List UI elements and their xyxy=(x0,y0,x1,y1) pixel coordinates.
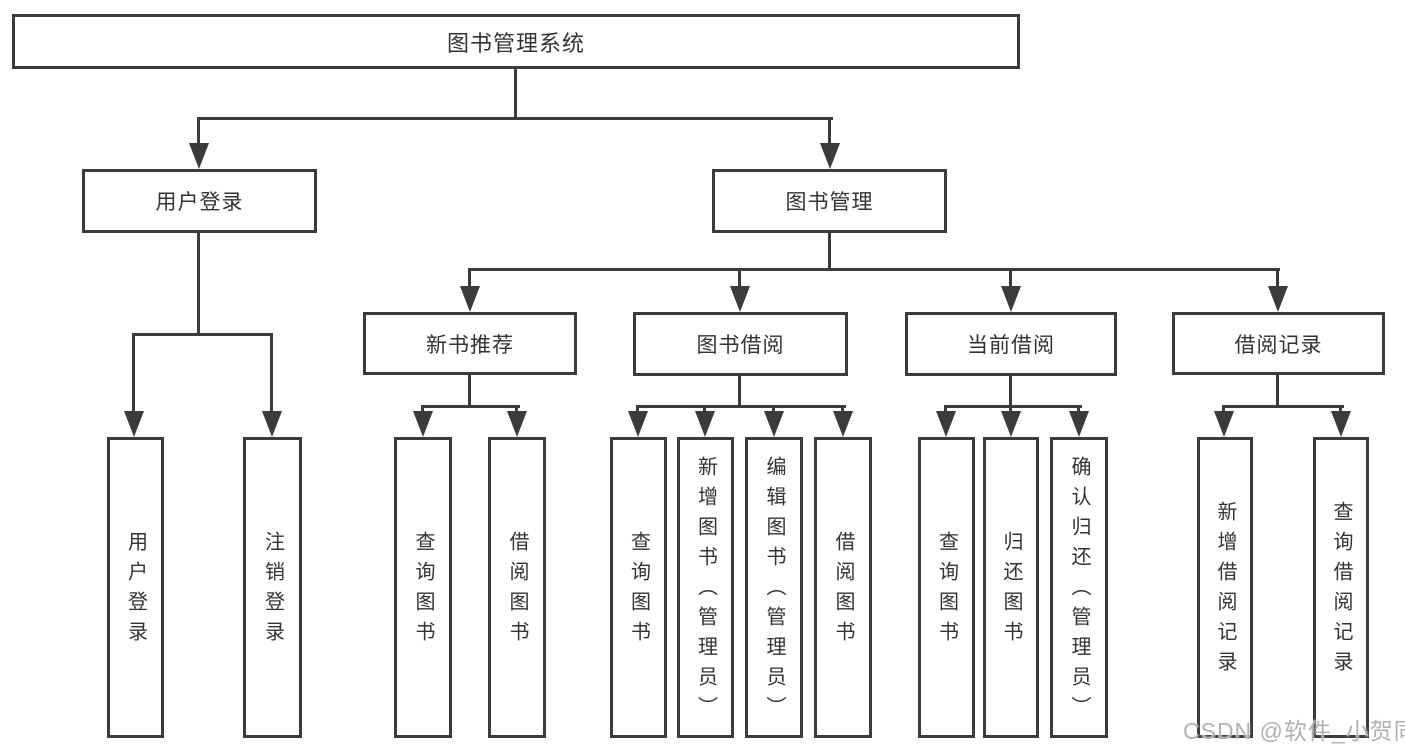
connector-line xyxy=(1009,405,1012,415)
node-library-system: 图书管理系统 xyxy=(12,14,1020,69)
leaf-edit-books-admin: 编辑图书（管理员） xyxy=(745,437,803,738)
arrow-down-icon xyxy=(695,411,715,437)
connector-line xyxy=(421,405,424,415)
connector-line xyxy=(1222,405,1344,408)
connector-line xyxy=(468,268,471,290)
connector-line xyxy=(738,376,741,408)
leaf-query-books-borrow: 查询图书 xyxy=(610,437,667,738)
connector-line xyxy=(1339,405,1342,415)
arrow-down-icon xyxy=(936,411,956,437)
leaf-add-borrow-record: 新增借阅记录 xyxy=(1197,437,1253,738)
arrow-down-icon xyxy=(1001,411,1021,437)
connector-line xyxy=(132,333,135,413)
arrow-down-icon xyxy=(262,411,282,437)
arrow-down-icon xyxy=(1268,286,1288,312)
connector-line xyxy=(197,117,833,120)
arrow-down-icon xyxy=(820,143,840,169)
connector-line xyxy=(197,117,200,145)
connector-line xyxy=(1009,376,1012,408)
connector-line xyxy=(132,333,273,336)
arrow-down-icon xyxy=(833,411,853,437)
arrow-down-icon xyxy=(507,411,527,437)
leaf-return-books: 归还图书 xyxy=(983,437,1039,738)
connector-line xyxy=(944,405,1082,408)
connector-line xyxy=(636,405,846,408)
connector-line xyxy=(1276,268,1279,290)
connector-line xyxy=(828,117,831,145)
connector-line xyxy=(270,333,273,413)
connector-line xyxy=(636,405,639,415)
arrow-down-icon xyxy=(1069,411,1089,437)
node-book-borrow: 图书借阅 xyxy=(633,312,848,376)
leaf-add-books-admin: 新增图书（管理员） xyxy=(677,437,734,738)
connector-line xyxy=(1276,375,1279,408)
connector-line xyxy=(1009,268,1012,290)
arrow-down-icon xyxy=(1214,411,1234,437)
connector-line xyxy=(703,405,706,415)
leaf-confirm-return-admin: 确认归还（管理员） xyxy=(1050,437,1108,738)
arrow-down-icon xyxy=(628,411,648,437)
connector-line xyxy=(841,405,844,415)
connector-line xyxy=(421,405,520,408)
connector-line xyxy=(944,405,947,415)
leaf-query-books-recommend: 查询图书 xyxy=(394,437,452,738)
connector-line xyxy=(1077,405,1080,415)
node-user-login: 用户登录 xyxy=(82,169,317,233)
arrow-down-icon xyxy=(764,411,784,437)
arrow-down-icon xyxy=(124,411,144,437)
connector-line xyxy=(514,68,517,120)
arrow-down-icon xyxy=(460,286,480,312)
leaf-user-login: 用户登录 xyxy=(107,437,164,738)
connector-line xyxy=(1222,405,1225,415)
leaf-borrow-books: 借阅图书 xyxy=(814,437,872,738)
connector-line xyxy=(738,268,741,290)
node-new-book-recommend: 新书推荐 xyxy=(363,312,577,375)
arrow-down-icon xyxy=(413,411,433,437)
connector-line xyxy=(515,405,518,415)
node-current-borrow: 当前借阅 xyxy=(905,312,1117,376)
connector-line xyxy=(772,405,775,415)
arrow-down-icon xyxy=(189,143,209,169)
connector-line xyxy=(828,233,831,271)
arrow-down-icon xyxy=(1331,411,1351,437)
arrow-down-icon xyxy=(1001,286,1021,312)
leaf-borrow-books-recommend: 借阅图书 xyxy=(488,437,546,738)
leaf-query-books-current: 查询图书 xyxy=(918,437,975,738)
leaf-logout: 注销登录 xyxy=(243,437,302,738)
leaf-query-borrow-record: 查询借阅记录 xyxy=(1313,437,1369,738)
connector-line xyxy=(468,375,471,408)
connector-line xyxy=(197,233,200,336)
csdn-watermark: CSDN @软件_小贺同学 xyxy=(1183,718,1405,744)
connector-line xyxy=(468,268,1280,271)
node-book-management: 图书管理 xyxy=(712,169,947,233)
node-borrow-records: 借阅记录 xyxy=(1172,312,1385,375)
arrow-down-icon xyxy=(730,286,750,312)
